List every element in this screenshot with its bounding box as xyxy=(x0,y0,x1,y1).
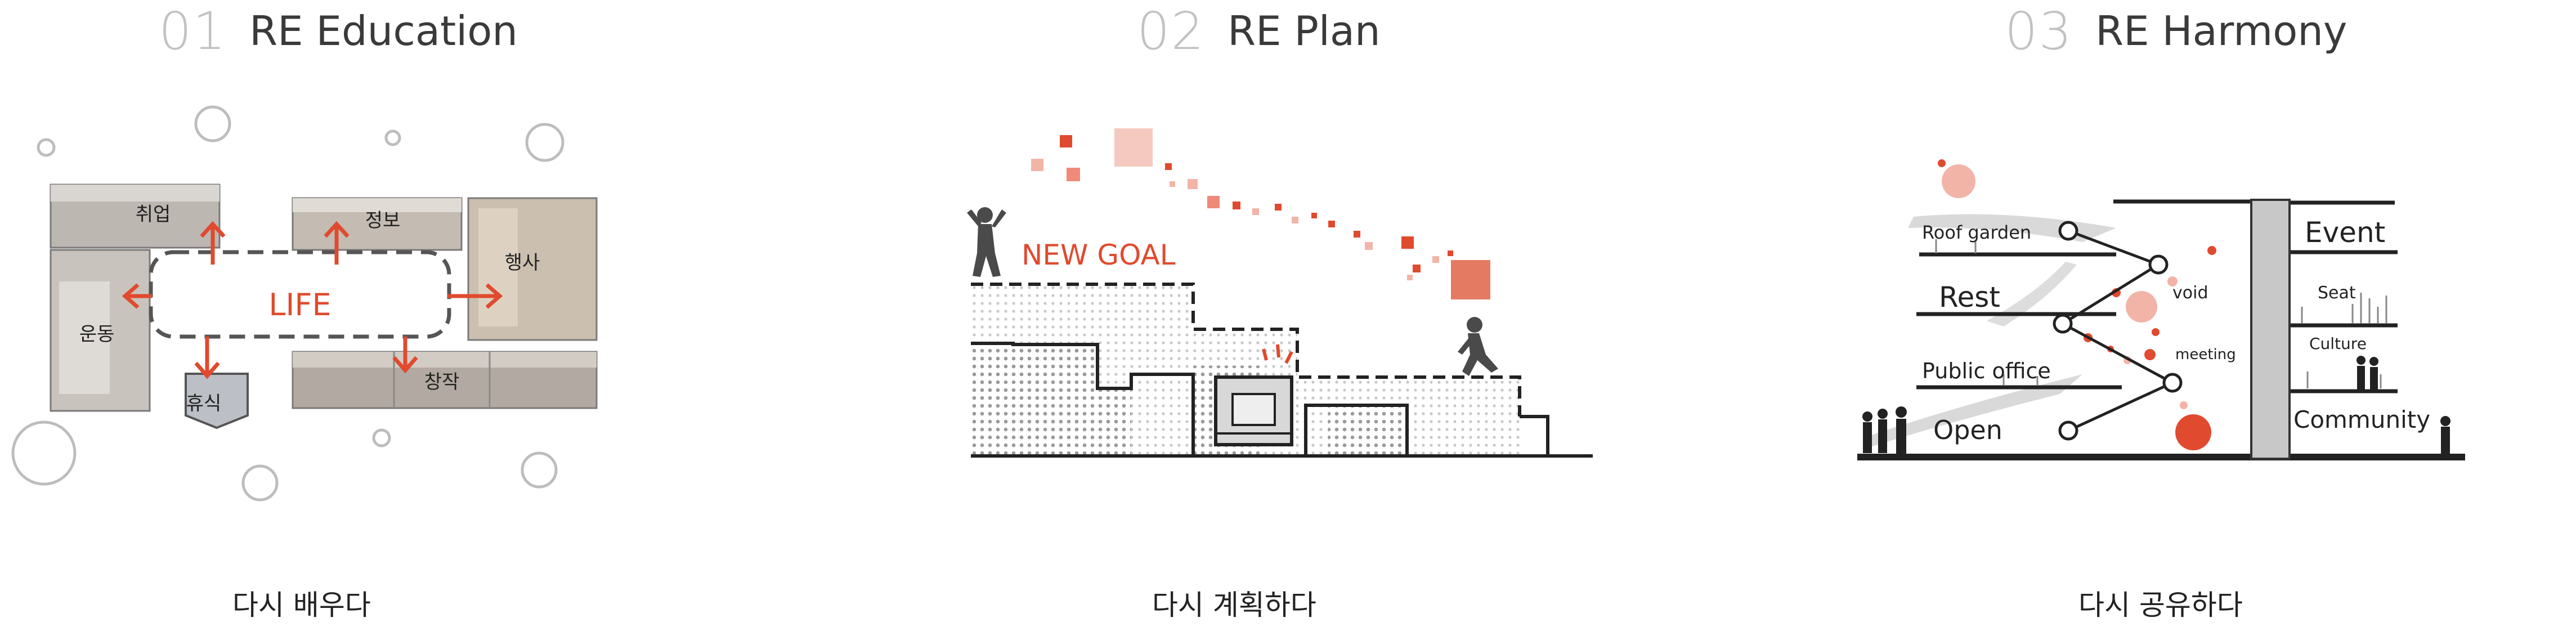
harmony-diagram: Roof garden Rest Public office Open void… xyxy=(1857,159,2465,460)
label-job: 취업 xyxy=(136,203,171,226)
label-event: 행사 xyxy=(505,252,540,274)
panel-re-harmony: 03 RE Harmony xyxy=(1722,0,2576,640)
new-goal-label: NEW GOAL xyxy=(1022,239,1176,271)
circulation-path xyxy=(2053,221,2183,441)
label-creation: 창작 xyxy=(424,371,460,393)
label-meeting: meeting xyxy=(2175,346,2236,363)
activity-photos xyxy=(50,184,598,429)
panel-2-heading: 02 RE Plan xyxy=(1137,0,1381,62)
panel-re-education: 01 RE Education xyxy=(0,0,844,640)
label-exercise: 운동 xyxy=(79,323,115,346)
education-diagram: LIFE 취업 정보 행사 운동 휴식 창작 xyxy=(11,105,598,502)
label-open: Open xyxy=(1933,415,2002,445)
figures xyxy=(967,207,1498,376)
label-rest: Rest xyxy=(1939,281,2000,314)
label-info: 정보 xyxy=(365,209,401,232)
label-community: Community xyxy=(2293,406,2430,433)
people xyxy=(1862,356,2450,455)
panel-1-title: RE Education xyxy=(249,7,518,55)
panel-2-number: 02 xyxy=(1137,1,1206,61)
panel-1-caption: 다시 배우다 xyxy=(232,589,371,621)
label-public-office: Public office xyxy=(1922,359,2051,383)
label-void: void xyxy=(2172,283,2208,303)
label-roof-garden: Roof garden xyxy=(1922,222,2031,243)
panel-3-number: 03 xyxy=(2005,1,2073,61)
floor-lines xyxy=(1857,199,2465,460)
arrows xyxy=(122,221,503,379)
goal-trail xyxy=(1031,128,1490,299)
building-section xyxy=(971,283,1593,458)
panel-3-caption: 다시 공유하다 xyxy=(2078,589,2243,621)
core-column xyxy=(2250,199,2291,460)
label-culture: Culture xyxy=(2309,334,2367,353)
plan-diagram: NEW GOAL xyxy=(967,128,1593,458)
panel-re-plan: 02 RE Plan xyxy=(844,0,1722,640)
label-event: Event xyxy=(2305,216,2385,249)
panel-3-heading: 03 RE Harmony xyxy=(2005,0,2347,62)
bubbles xyxy=(11,105,565,502)
life-label: LIFE xyxy=(268,287,331,323)
label-seat: Seat xyxy=(2318,283,2356,303)
label-rest: 휴식 xyxy=(186,392,222,415)
panel-2-title: RE Plan xyxy=(1227,7,1381,55)
grass xyxy=(1935,239,2387,388)
panel-3-title: RE Harmony xyxy=(2095,7,2347,55)
panel-1-number: 01 xyxy=(159,1,227,61)
panel-1-heading: 01 RE Education xyxy=(159,0,518,62)
panel-2-caption: 다시 계획하다 xyxy=(1152,589,1316,621)
